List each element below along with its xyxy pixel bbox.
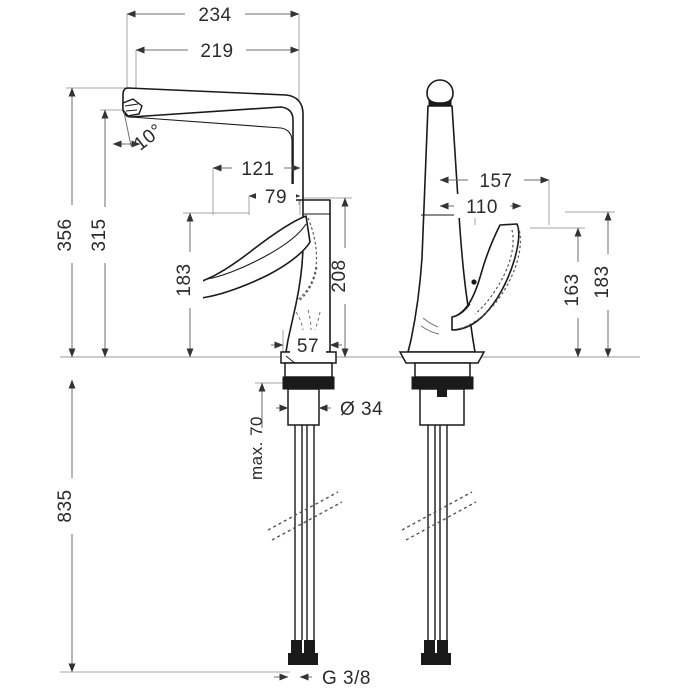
dimension-356: 356 (55, 87, 84, 358)
dimension-183-front: 183 (592, 211, 621, 358)
dimension-219-label: 219 (200, 41, 233, 62)
dimension-183-front-label: 183 (592, 265, 613, 298)
dimension-g38-label: G 3/8 (322, 668, 371, 689)
dimension-57: 57 (271, 334, 342, 357)
dimension-10deg: 10° (112, 111, 167, 155)
front-base-flange (398, 351, 486, 364)
extension-lines (60, 14, 640, 409)
lever-handle (191, 215, 311, 299)
front-mount-nut (411, 376, 474, 390)
swivel-marks (295, 309, 321, 331)
front-lever-hidden-inner (474, 229, 514, 315)
shank (287, 388, 320, 426)
front-lever-hidden (457, 225, 521, 330)
break-line-marks (267, 491, 343, 541)
dimension-79-label: 79 (265, 187, 287, 208)
front-column (407, 105, 476, 353)
dimension-57-label: 57 (297, 336, 319, 357)
dimension-208-label: 208 (329, 259, 350, 292)
mount-collar (284, 362, 333, 378)
spout-inner-line (130, 116, 293, 200)
dimension-183-side-label: 183 (174, 263, 195, 296)
dimension-157-label: 157 (479, 171, 512, 192)
aerator-icon (122, 98, 143, 117)
front-supply-hoses (427, 425, 448, 640)
dimension-79: 79 (248, 184, 301, 208)
dimension-315: 315 (89, 109, 118, 358)
hose-fitting-right (301, 640, 318, 665)
hose-fitting-left (288, 640, 305, 665)
dimension-110: 110 (439, 194, 522, 218)
front-lever-handle (451, 223, 520, 331)
dimension-234-label: 234 (198, 5, 231, 26)
dimension-315-label: 315 (89, 218, 110, 251)
dimension-208: 208 (329, 197, 358, 358)
front-shank-key (437, 389, 447, 397)
front-swivel-marks (420, 317, 440, 335)
dimension-163-label: 163 (562, 273, 583, 306)
dimension-dia34-label: Ø 34 (340, 399, 383, 420)
front-hose-fitting-right (434, 640, 451, 665)
dimension-234: 234 (126, 2, 300, 26)
dimension-dia34: Ø 34 (276, 399, 383, 420)
dimension-835-label: 835 (55, 489, 76, 522)
front-hose-fitting-left (421, 640, 438, 665)
lever-hidden-edge (299, 265, 318, 301)
supply-hoses (294, 425, 315, 640)
dimension-121-label: 121 (241, 159, 274, 180)
dimension-max70-label: max. 70 (247, 416, 266, 480)
front-lever-pivot-dot (471, 279, 477, 285)
aerator-hatching (124, 103, 139, 112)
dimension-g38: G 3/8 (274, 668, 371, 689)
dimension-110-label: 110 (466, 197, 498, 218)
lever-crease (206, 223, 307, 280)
dimension-183-side: 183 (174, 212, 203, 358)
dimension-219: 219 (135, 38, 300, 62)
dimension-163: 163 (562, 227, 591, 358)
front-view (398, 79, 521, 665)
dimension-121: 121 (212, 156, 301, 180)
front-lever-crease (451, 303, 471, 318)
spout-arm (122, 87, 304, 201)
front-break-line-marks (401, 491, 477, 541)
dimension-max70: max. 70 (247, 382, 266, 480)
dimension-10deg-label: 10° (130, 120, 167, 155)
dimension-157: 157 (439, 168, 550, 192)
dimension-835: 835 (55, 379, 290, 673)
dimension-356-label: 356 (55, 218, 76, 251)
front-mount-collar (414, 362, 471, 378)
